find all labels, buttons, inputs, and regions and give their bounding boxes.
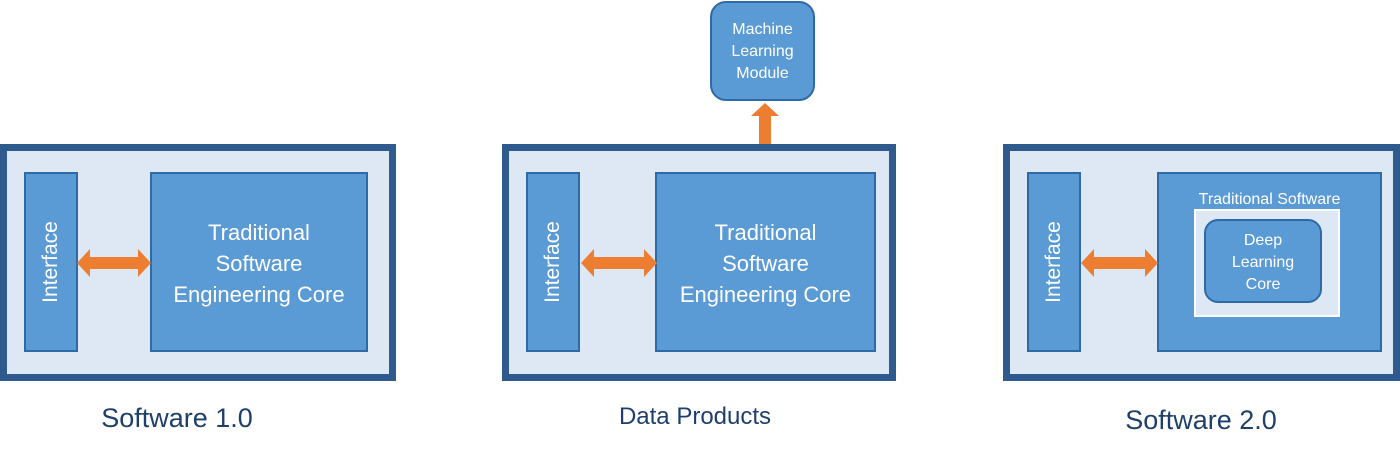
module-label-line: Machine: [732, 21, 793, 38]
core-label: Traditional Software Engineering Core: [657, 217, 874, 310]
interface-block: Interface: [1027, 172, 1081, 352]
traditional-software-block: Traditional Software Deep Learning Core: [1157, 172, 1382, 352]
module-label-line: Learning: [731, 43, 794, 60]
interface-block: Interface: [24, 172, 78, 352]
software-1-frame: Interface Traditional Software Engineeri…: [0, 144, 396, 381]
caption-software-1: Software 1.0: [101, 403, 253, 433]
module-label-line: Module: [736, 65, 789, 82]
traditional-software-label: Traditional Software: [1198, 191, 1341, 208]
deep-learning-container: Deep Learning Core: [1194, 209, 1340, 317]
core-label-line: Software: [722, 251, 809, 276]
interface-label: Interface: [1042, 221, 1065, 303]
interface-block: Interface: [526, 172, 580, 352]
core-label: Traditional Software Engineering Core: [152, 217, 366, 310]
core-label-line: Software: [215, 251, 303, 276]
deep-learning-label-line: Learning: [1231, 254, 1295, 271]
core-label-line: Engineering Core: [173, 282, 345, 307]
software-2-frame: Interface Traditional Software Deep Lear…: [1003, 144, 1400, 381]
bidirectional-arrow-horizontal: [1081, 249, 1158, 277]
caption-data-products: Data Products: [618, 403, 772, 430]
bidirectional-arrow-vertical: [751, 103, 779, 173]
deep-learning-core-block: Deep Learning Core: [1204, 219, 1322, 303]
machine-learning-module-block: Machine Learning Module: [710, 1, 815, 101]
core-label-line: Engineering Core: [679, 282, 852, 307]
bidirectional-arrow-horizontal: [581, 249, 657, 277]
core-label-line: Traditional: [208, 220, 310, 245]
traditional-core-block: Traditional Software Engineering Core: [655, 172, 876, 352]
interface-label: Interface: [39, 221, 62, 303]
traditional-core-block: Traditional Software Engineering Core: [150, 172, 368, 352]
caption-software-2: Software 2.0: [1125, 405, 1277, 435]
core-label-line: Traditional: [714, 220, 817, 245]
deep-learning-label-line: Core: [1245, 276, 1281, 293]
data-products-frame: Interface Traditional Software Engineeri…: [502, 144, 896, 381]
bidirectional-arrow-horizontal: [77, 249, 151, 277]
deep-learning-label-line: Deep: [1243, 232, 1283, 249]
interface-label: Interface: [541, 221, 564, 303]
